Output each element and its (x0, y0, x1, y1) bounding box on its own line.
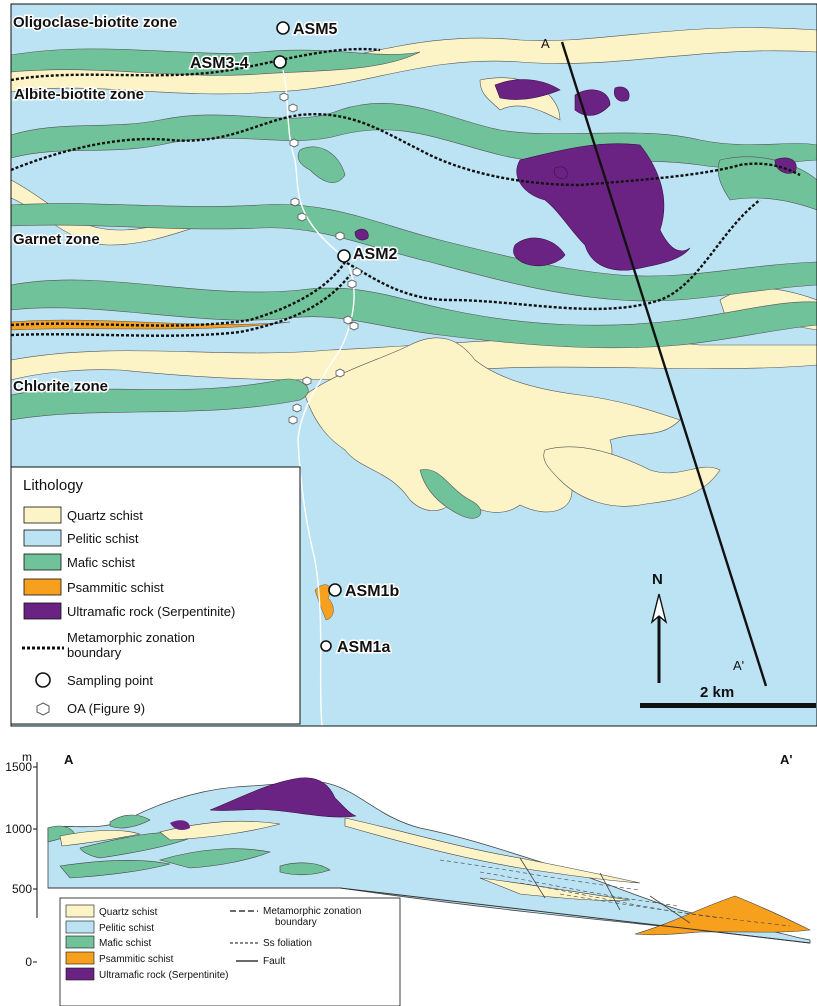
geologic-map: A A' ASM5 ASM3-4 ASM2 ASM1b ASM1a Oligoc… (10, 3, 817, 727)
legend-label-psammitic: Psammitic schist (67, 580, 164, 595)
ytick-0: 0 (25, 955, 32, 969)
sample-label-asm5: ASM5 (293, 21, 338, 38)
oa-point (347, 279, 357, 289)
xs-legend-label-zonation: Metamorphic zonation (263, 906, 361, 917)
legend-swatch-quartz (23, 506, 62, 524)
ytick-1500: 1500 (5, 760, 32, 774)
sampling-point-asm1b (328, 583, 342, 597)
legend-swatch-pelitic (23, 529, 62, 547)
oa-point (289, 138, 299, 148)
sample-label-asm1a: ASM1a (337, 639, 390, 656)
legend-label-zonation: Metamorphic zonation (67, 630, 195, 645)
oa-point (292, 403, 302, 413)
xs-legend-swatch-quartz (65, 904, 95, 918)
scale-label: 2 km (700, 684, 734, 701)
sampling-point-asm2 (337, 249, 351, 263)
zone-label-oligoclase-biotite: Oligoclase-biotite zone (13, 14, 177, 31)
xs-legend-label-fault: Fault (263, 956, 285, 967)
legend-symbol-sampling-point (35, 672, 51, 688)
xs-legend-swatch-pelitic (65, 920, 95, 934)
oa-point (349, 321, 359, 331)
quartz-schist-units (10, 27, 817, 513)
section-line (560, 41, 768, 687)
oa-point (279, 92, 289, 102)
oa-points (279, 92, 362, 425)
section-line-end-label: A' (733, 658, 744, 673)
legend-label-mafic: Mafic schist (67, 555, 135, 570)
oa-point (290, 197, 300, 207)
legend-label-zonation-2: boundary (67, 645, 122, 660)
oa-point (335, 368, 345, 378)
north-label: N (652, 571, 663, 588)
legend-label-pelitic: Pelitic schist (67, 531, 139, 546)
xs-legend-label-pelitic: Pelitic schist (99, 923, 154, 934)
legend-title: Lithology (23, 477, 84, 494)
zone-label-garnet: Garnet zone (13, 231, 100, 248)
legend-label-quartz: Quartz schist (67, 508, 143, 523)
sample-label-asm1b: ASM1b (345, 583, 399, 600)
north-arrow: N (650, 571, 668, 683)
section-sole-line (339, 887, 811, 944)
legend-swatch-psammitic (23, 578, 62, 596)
scale-bar: 2 km (640, 684, 816, 708)
oa-point (335, 231, 345, 241)
xs-legend-swatch-psammitic (65, 951, 95, 965)
lithology-legend: Lithology Quartz schist Pelitic schist M… (10, 466, 301, 725)
section-faults (519, 857, 691, 924)
zone-label-chlorite: Chlorite zone (13, 378, 108, 395)
xs-legend-label-zonation-2: boundary (275, 917, 317, 928)
legend-label-ultramafic: Ultramafic rock (Serpentinite) (67, 604, 235, 619)
xs-legend-label-foliation: Ss foliation (263, 938, 312, 949)
xs-legend-swatch-mafic (65, 935, 95, 949)
oa-point (297, 212, 307, 222)
stream-line (282, 69, 355, 727)
oa-point (343, 315, 353, 325)
cross-section-end-label: A' (780, 752, 792, 767)
ytick-500: 500 (12, 882, 32, 896)
legend-label-sampling-point: Sampling point (67, 673, 153, 688)
sampling-point-asm3-4 (273, 55, 287, 69)
legend-label-oa: OA (Figure 9) (67, 701, 145, 716)
cross-section: m 1500 1000 500 0 A A' (5, 750, 812, 1006)
zone-label-albite-biotite: Albite-biotite zone (14, 86, 144, 103)
section-ultramafic-small (170, 820, 190, 831)
legend-swatch-mafic (23, 553, 62, 571)
section-line-start-label: A (541, 36, 550, 51)
ultramafic-units (354, 79, 797, 271)
xs-legend-label-psammitic: Psammitic schist (99, 954, 174, 965)
map-frame (10, 3, 817, 727)
oa-point (288, 103, 298, 113)
sampling-point-asm1a (320, 640, 332, 652)
zonation-boundaries (10, 47, 801, 337)
xs-legend-label-quartz: Quartz schist (99, 907, 158, 918)
oa-point (302, 376, 312, 386)
section-foliation (439, 859, 791, 927)
sample-label-asm3-4: ASM3-4 (190, 55, 249, 72)
oa-point (288, 415, 298, 425)
sampling-points (273, 21, 351, 652)
legend-symbol-oa-hexagon (36, 702, 50, 716)
sampling-point-asm5 (276, 21, 290, 35)
cross-section-start-label: A (64, 752, 74, 767)
sample-label-asm2: ASM2 (353, 246, 398, 263)
xs-legend-label-ultramafic: Ultramafic rock (Serpentinite) (99, 970, 228, 981)
cross-section-legend: Quartz schist Pelitic schist Mafic schis… (59, 897, 401, 1006)
oa-point (352, 267, 362, 277)
ytick-1000: 1000 (5, 822, 32, 836)
xs-legend-label-mafic: Mafic schist (99, 938, 151, 949)
section-ultramafic (209, 777, 357, 818)
legend-swatch-ultramafic (23, 602, 62, 620)
xs-legend-swatch-ultramafic (65, 967, 95, 981)
cross-section-ylabel: m (22, 750, 32, 764)
section-psammitic (634, 895, 812, 936)
